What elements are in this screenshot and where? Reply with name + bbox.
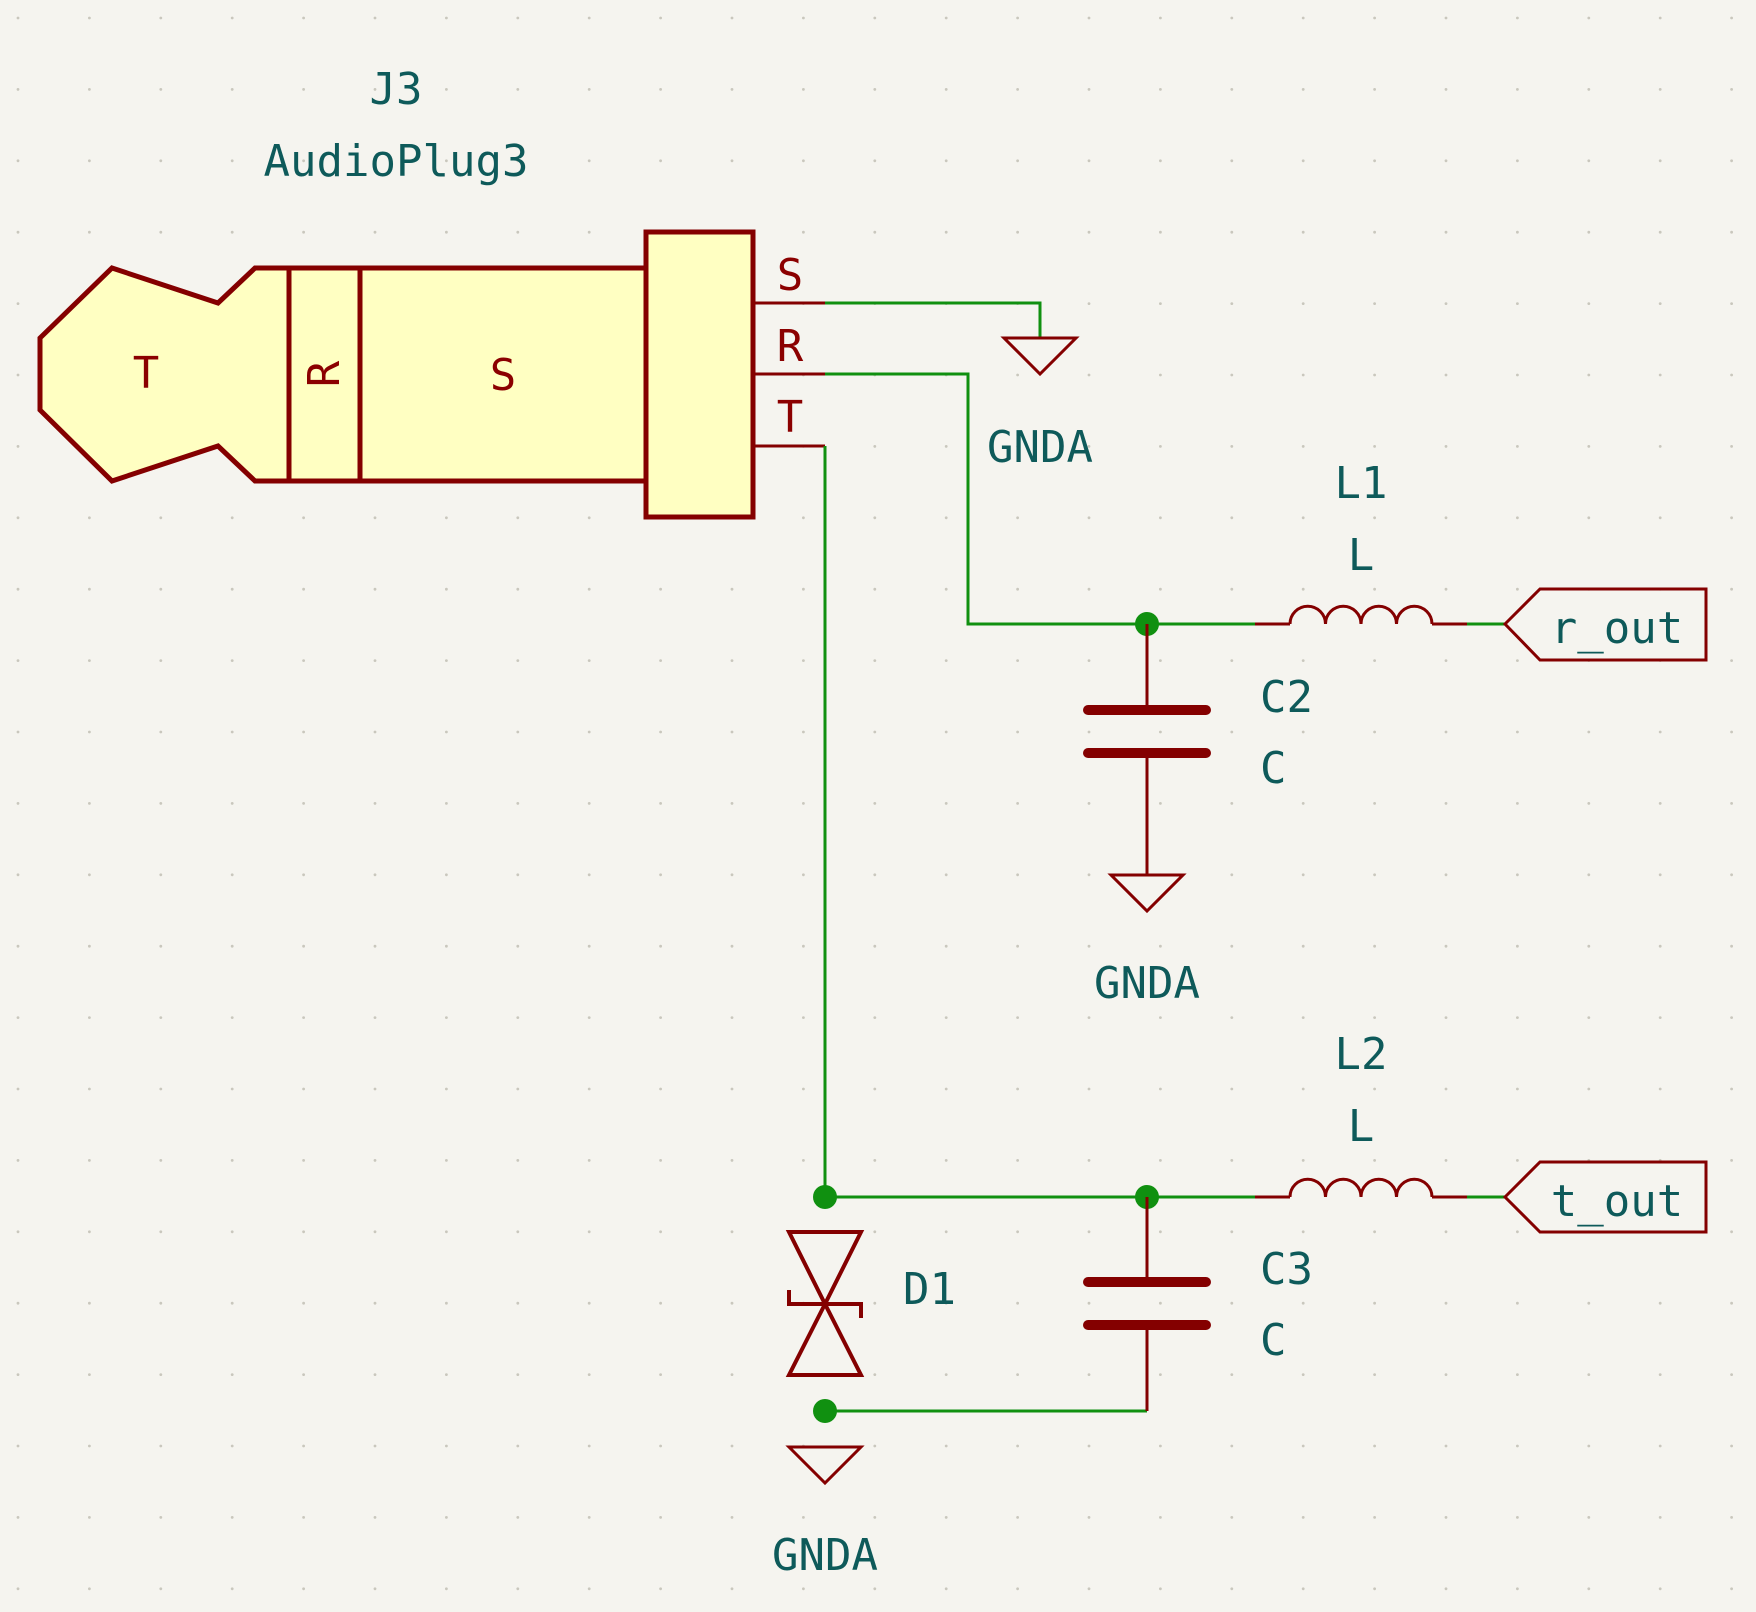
plug-housing-body bbox=[643, 229, 756, 520]
l1-value: L bbox=[1348, 530, 1375, 581]
r-out-flag bbox=[1502, 587, 1708, 662]
inductor-l1[interactable] bbox=[1255, 604, 1467, 626]
junction-dot bbox=[813, 1185, 837, 1209]
gnda-label-1: GNDA bbox=[987, 422, 1093, 473]
d1-reference: D1 bbox=[903, 1264, 956, 1315]
l2-coil bbox=[1288, 1177, 1434, 1198]
gnda-symbol-3[interactable]: GNDA bbox=[772, 1445, 878, 1581]
gnda-symbol-1[interactable]: GNDA bbox=[987, 336, 1093, 473]
l1-coil bbox=[1288, 604, 1434, 625]
l1-reference: L1 bbox=[1335, 458, 1388, 509]
inductor-l2[interactable] bbox=[1255, 1177, 1467, 1199]
wire-ring bbox=[825, 372, 1255, 626]
j3-reference: J3 bbox=[370, 64, 423, 115]
junction-dot bbox=[813, 1399, 837, 1423]
d1-lower-triangle bbox=[785, 1299, 865, 1377]
l2-reference: L2 bbox=[1335, 1029, 1388, 1080]
wire-tip bbox=[823, 446, 1255, 1199]
plug-sleeve-label: S bbox=[490, 350, 517, 401]
capacitor-c2[interactable] bbox=[1083, 624, 1211, 875]
gnda-label-2: GNDA bbox=[1094, 958, 1200, 1009]
plug-sleeve-body bbox=[357, 265, 650, 484]
c2-value: C bbox=[1260, 743, 1287, 794]
c2-reference: C2 bbox=[1260, 672, 1313, 723]
t-out-flag bbox=[1502, 1160, 1708, 1234]
c3-reference: C3 bbox=[1260, 1244, 1313, 1295]
audio-plug-j3[interactable]: T R S S R T bbox=[37, 229, 825, 520]
j3-value: AudioPlug3 bbox=[264, 136, 529, 187]
gnda-symbol-2[interactable]: GNDA bbox=[1094, 873, 1200, 1009]
pin-r-label: R bbox=[777, 321, 804, 372]
r-out-text: r_out bbox=[1551, 603, 1683, 654]
plug-tip-label: T bbox=[133, 348, 160, 399]
plug-ring-label: R bbox=[299, 360, 350, 387]
l2-value: L bbox=[1348, 1101, 1375, 1152]
ground-icon bbox=[785, 1445, 865, 1486]
d1-upper-triangle bbox=[785, 1230, 865, 1309]
net-label-r-out[interactable]: r_out bbox=[1502, 587, 1708, 662]
ground-icon bbox=[1107, 873, 1187, 914]
tvs-diode-d1[interactable] bbox=[785, 1230, 865, 1377]
wires bbox=[823, 301, 1505, 1413]
pin-s-label: S bbox=[777, 250, 804, 301]
pin-t-label: T bbox=[777, 392, 804, 443]
t-out-text: t_out bbox=[1551, 1176, 1683, 1227]
plug-tip-body bbox=[37, 265, 293, 484]
c3-value: C bbox=[1260, 1315, 1287, 1366]
ground-icon bbox=[1000, 336, 1080, 377]
capacitor-c3[interactable] bbox=[1083, 1197, 1211, 1411]
d1-bar bbox=[787, 1290, 863, 1318]
wire-sleeve-gnd bbox=[825, 301, 1042, 338]
gnda-label-3: GNDA bbox=[772, 1530, 878, 1581]
net-label-t-out[interactable]: t_out bbox=[1502, 1160, 1708, 1234]
grid-dots bbox=[16, 16, 1733, 1591]
